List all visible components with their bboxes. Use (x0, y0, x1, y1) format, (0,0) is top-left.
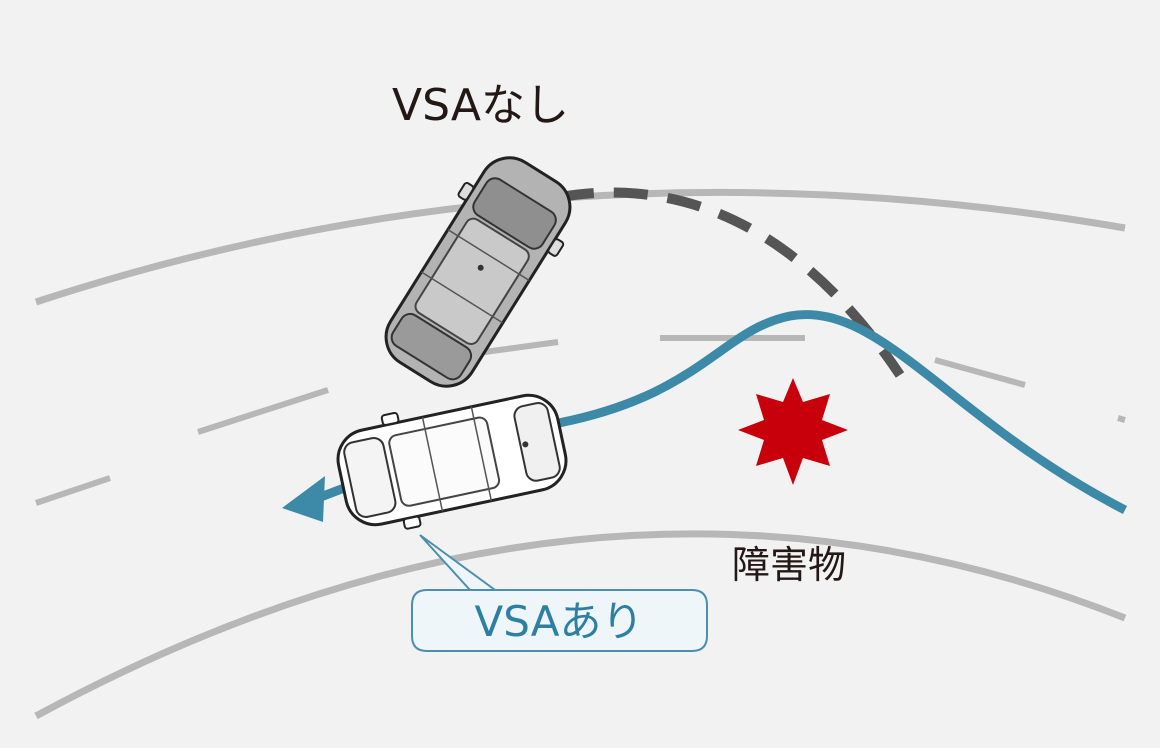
callout-bubble (411, 534, 708, 652)
road-edge-bottom (34, 530, 1127, 720)
callout-with-vsa: VSAあり (411, 534, 708, 652)
label-with-vsa: VSAあり (475, 597, 644, 646)
car-without-vsa (384, 156, 572, 388)
path-with-vsa (547, 310, 1128, 515)
label-without-vsa: VSAなし (392, 80, 569, 131)
arrow-head-icon (282, 476, 325, 522)
road-edge-top (34, 188, 1126, 306)
label-obstacle: 障害物 (732, 543, 846, 587)
car-with-vsa (336, 393, 568, 530)
starburst-icon (738, 378, 848, 485)
